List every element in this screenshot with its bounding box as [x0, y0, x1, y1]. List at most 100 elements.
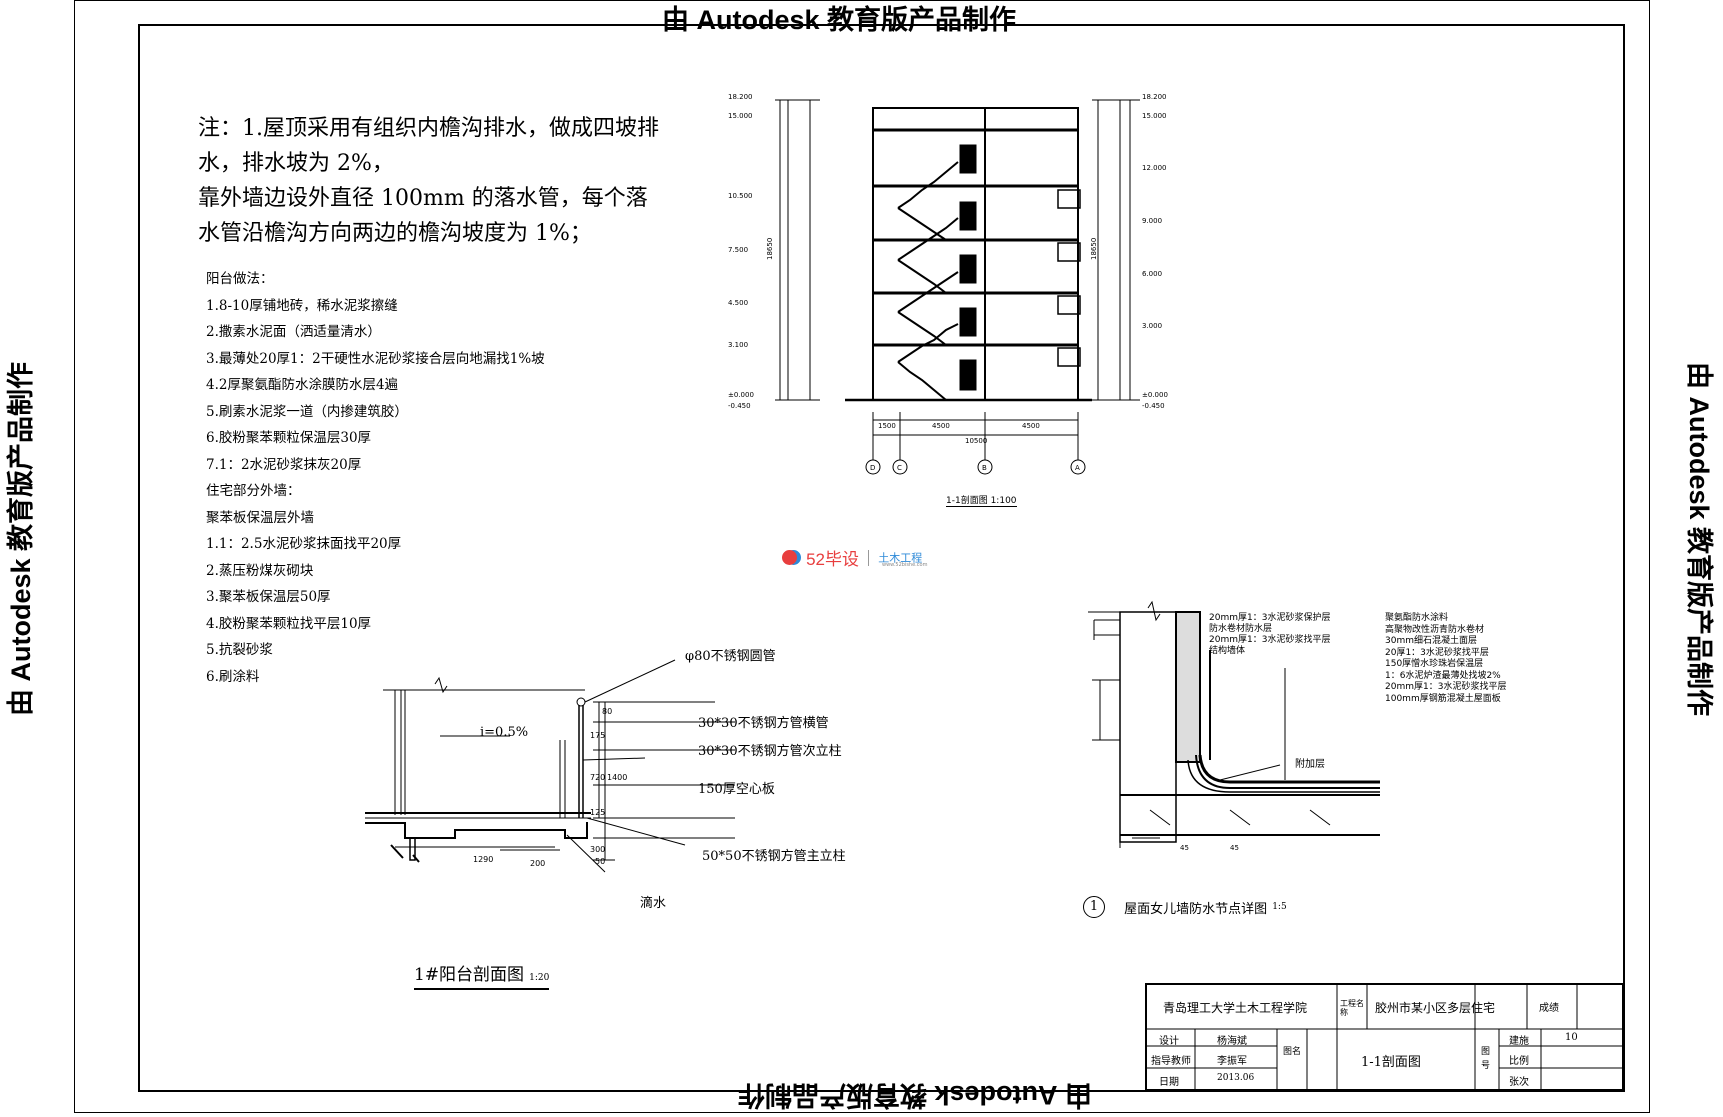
level-right-7: -0.450 — [1142, 402, 1165, 410]
parapet-label: 结构墙体 — [1209, 646, 1246, 656]
balcony-label-handrail: φ80不锈钢圆管 — [685, 649, 776, 664]
total-height-right: 18650 — [1090, 238, 1098, 260]
balcony-dim-1290: 1290 — [473, 855, 493, 864]
balcony-label-post: 30*30不锈钢方管次立柱 — [698, 744, 842, 759]
tb-label-sheet: 张次 — [1509, 1077, 1529, 1088]
dim-total: 10500 — [965, 437, 987, 445]
note-item: 5.抗裂砂浆 — [206, 642, 273, 658]
title-block: 青岛理工大学土木工程学院 工程名称 胶州市某小区多层住宅 成绩 设计 指导教师 … — [1145, 983, 1624, 1091]
logo-icon — [782, 550, 797, 565]
balcony-title: 1#阳台剖面图 1:20 — [414, 960, 550, 990]
parapet-right-labels: 聚氨酯防水涂料 高聚物改性沥青防水卷材 30mm细石混凝土面层 20厚1：3水泥… — [1385, 613, 1506, 705]
note-item: 5.刷素水泥浆一道（内掺建筑胶） — [206, 403, 408, 420]
note-item: 聚苯板保温层外墙 — [206, 509, 314, 526]
note-item: 阳台做法： — [206, 271, 274, 287]
logo-brand: 52毕设 — [806, 550, 860, 569]
level-right-3: 9.000 — [1142, 217, 1162, 225]
tb-drawing-label: 图名 — [1283, 1047, 1302, 1057]
note-item: 6.胶粉聚苯颗粒保温层30厚 — [206, 430, 372, 446]
total-height-left: 18650 — [766, 238, 774, 260]
dim-bottom-1: 4500 — [932, 422, 950, 430]
level-left-4: 4.500 — [728, 299, 748, 307]
tb-label-scale: 比例 — [1509, 1056, 1529, 1067]
level-right-6: ±0.000 — [1142, 391, 1168, 399]
parapet-title-text: 屋面女儿墙防水节点详图 — [1124, 901, 1268, 917]
balcony-dim-200: 200 — [530, 859, 545, 868]
tb-role-advisor: 指导教师 — [1151, 1056, 1191, 1067]
note-item: 1.8-10厚铺地砖，稀水泥浆擦缝 — [206, 297, 398, 314]
tb-grade-label: 成绩 — [1539, 1003, 1559, 1014]
watermark-left: 由 Autodesk 教育版产品制作 — [6, 361, 36, 717]
balcony-label-main-post: 50*50不锈钢方管主立柱 — [702, 849, 846, 864]
parapet-left-labels: 20mm厚1：3水泥砂浆保护层 防水卷材防水层 20mm厚1：3水泥砂浆找平层 … — [1209, 613, 1330, 657]
dim-bottom-2: 4500 — [1022, 422, 1040, 430]
note-line: 注：1.屋顶采用有组织内檐沟排水，做成四坡排 — [198, 116, 659, 141]
tb-value-date: 2013.06 — [1217, 1073, 1255, 1083]
tb-value-series: 10 — [1565, 1032, 1578, 1043]
parapet-label: 20mm厚1：3水泥砂浆保护层 — [1209, 613, 1331, 623]
tb-project-label: 工程名称 — [1340, 999, 1364, 1017]
parapet-label: 30mm细石混凝土面层 — [1385, 636, 1477, 646]
parapet-detail-drawing: 45 45 — [1088, 600, 1380, 852]
level-left-3: 7.500 — [728, 246, 748, 254]
title-block-grid — [1147, 985, 1622, 1089]
logo-separator — [868, 549, 870, 566]
notes-main: 注：1.屋顶采用有组织内檐沟排水，做成四坡排 水，排水坡为 2%， 靠外墙边设外… — [198, 111, 659, 251]
parapet-dim-a: 45 — [1180, 844, 1189, 852]
notes-list: 阳台做法： 1.8-10厚铺地砖，稀水泥浆擦缝 2.撒素水泥面（洒适量清水） 3… — [206, 266, 545, 690]
parapet-title: 1 屋面女儿墙防水节点详图 1:5 — [1083, 896, 1287, 918]
note-item: 4.2厚聚氨酯防水涂膜防水层4遍 — [206, 377, 399, 393]
balcony-dim-80: 80 — [602, 707, 612, 716]
section-1-1-drawing: 18.200 15.000 10.500 7.500 4.500 3.100 ±… — [728, 93, 1168, 475]
logo-category: 土木工程 — [878, 552, 923, 565]
tb-school: 青岛理工大学土木工程学院 — [1163, 1001, 1308, 1015]
drawing-frame — [138, 24, 1625, 1092]
level-right-0: 18.200 — [1142, 93, 1167, 101]
balcony-dim-175: 175 — [590, 731, 605, 740]
parapet-circle-number: 1 — [1083, 896, 1105, 918]
watermark-top: 由 Autodesk 教育版产品制作 — [662, 5, 1017, 35]
parapet-label: 150厚憎水珍珠岩保温层 — [1385, 659, 1484, 669]
note-item: 3.最薄处20厚1：2干硬性水泥砂浆接合层向地漏找1%坡 — [206, 350, 545, 367]
level-left-0: 18.200 — [728, 93, 753, 101]
balcony-title-text: 1#阳台剖面图 — [414, 965, 525, 985]
tb-project: 胶州市某小区多层住宅 — [1375, 1001, 1496, 1015]
note-line: 水，排水坡为 2%， — [198, 151, 394, 176]
section-title: 1-1剖面图 1:100 — [946, 493, 1017, 507]
section-scale: 1:100 — [990, 496, 1017, 506]
balcony-dim-720: 720 — [590, 773, 605, 782]
balcony-scale: 1:20 — [529, 973, 550, 983]
axis-label-a: A — [1075, 464, 1080, 472]
note-item: 6.刷涂料 — [206, 668, 260, 685]
balcony-slope: i=0.5% — [480, 725, 529, 740]
watermark-right: 由 Autodesk 教育版产品制作 — [1684, 361, 1714, 717]
logo-site: www.52bishe.com — [882, 562, 928, 568]
parapet-label: 防水卷材防水层 — [1209, 624, 1273, 634]
balcony-label-drip: 滴水 — [640, 896, 667, 911]
balcony-label-rail: 30*30不锈钢方管横管 — [698, 716, 829, 731]
axis-label-b: B — [982, 464, 987, 472]
level-right-4: 6.000 — [1142, 270, 1162, 278]
level-right-1: 15.000 — [1142, 112, 1167, 120]
parapet-label: 20厚1：3水泥砂浆找平层 — [1385, 647, 1489, 658]
note-item: 7.1：2水泥砂浆抹灰20厚 — [206, 456, 362, 473]
balcony-dim-1400: 1400 — [607, 773, 627, 782]
tb-value-advisor: 李振军 — [1217, 1056, 1247, 1067]
note-item: 3.聚苯板保温层50厚 — [206, 589, 331, 605]
balcony-label-slab: 150厚空心板 — [698, 782, 775, 797]
note-item: 住宅部分外墙： — [206, 483, 301, 499]
note-item: 2.蒸压粉煤灰砌块 — [206, 562, 314, 579]
parapet-label: 20mm厚1：3水泥砂浆找平层 — [1209, 635, 1331, 645]
logo: 52毕设 土木工程 www.52bishe.com — [782, 545, 927, 569]
note-item: 4.胶粉聚苯颗粒找平层10厚 — [206, 615, 372, 632]
tb-value-design: 杨海斌 — [1217, 1036, 1247, 1047]
note-line: 靠外墙边设外直径 100mm 的落水管，每个落 — [198, 186, 648, 211]
parapet-label: 100mm厚钢筋混凝土屋面板 — [1385, 693, 1501, 704]
axis-label-d: D — [870, 464, 875, 472]
parapet-label: 20mm厚1：3水泥砂浆找平层 — [1385, 682, 1507, 692]
level-right-5: 3.000 — [1142, 322, 1162, 330]
dim-bottom-0: 1500 — [878, 422, 896, 430]
parapet-dim-b: 45 — [1230, 844, 1239, 852]
section-title-text: 1-1剖面图 — [946, 496, 988, 506]
balcony-dim-125: 125 — [590, 808, 605, 817]
